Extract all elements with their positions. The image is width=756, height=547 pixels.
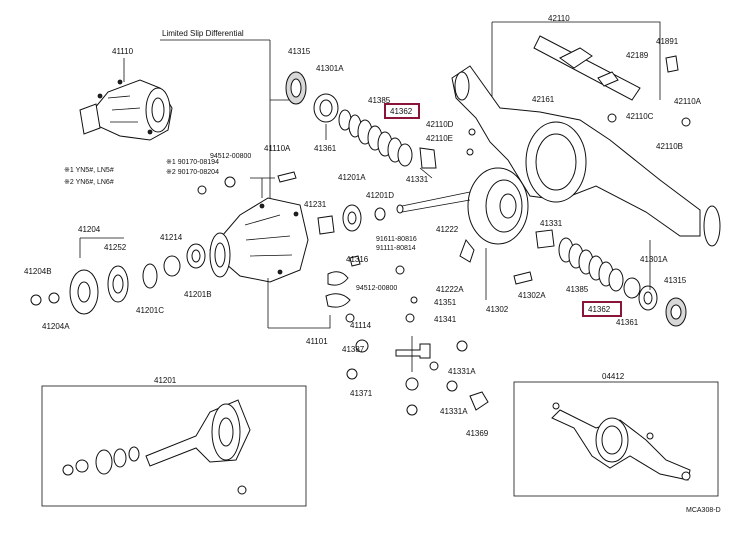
part-labels: Limited Slip Differential 41110 41315 41… <box>24 14 721 514</box>
label-94512-upper: 94512-00800 <box>210 153 251 160</box>
label-41204b: 41204B <box>24 267 52 276</box>
label-41385-lower: 41385 <box>566 285 589 294</box>
label-41331-upper: 41331 <box>406 175 429 184</box>
carrier-case-41101 <box>209 177 331 329</box>
label-41110a: 41110A <box>264 144 291 153</box>
lower-bearing-group <box>535 229 687 327</box>
axle-housing-42110 <box>451 21 721 247</box>
washer-bolt-group-upper <box>197 171 297 195</box>
label-41301a-upper: 41301A <box>316 64 344 73</box>
label-91611: 91611-80816 <box>376 236 417 243</box>
label-41331a-a: 41331A <box>448 367 476 376</box>
label-41385-upper: 41385 <box>368 96 391 105</box>
label-41222: 41222 <box>436 225 459 234</box>
label-41362-lower: 41362 <box>588 305 611 314</box>
spacer-stack-upper <box>338 109 413 167</box>
label-42110a: 42110A <box>674 97 702 106</box>
label-41204: 41204 <box>78 225 101 234</box>
label-41316: 41316 <box>346 255 369 264</box>
sub-assembly-box-04412 <box>513 381 719 497</box>
label-04412: 04412 <box>602 372 625 381</box>
highlight-41362-lower[interactable] <box>582 301 622 317</box>
bearing-parts-middle <box>317 204 405 275</box>
label-41101: 41101 <box>306 337 328 346</box>
label-41252: 41252 <box>104 243 127 252</box>
axle-housing-kit-04412 <box>551 402 691 481</box>
label-41214: 41214 <box>160 233 183 242</box>
label-42189: 42189 <box>626 51 649 60</box>
note-2: ※2 YN6#, LN6# <box>64 179 114 186</box>
label-41302: 41302 <box>486 305 509 314</box>
label-41110: 41110 <box>112 47 134 56</box>
label-41302a: 41302A <box>518 291 546 300</box>
diagram-code: MCA308-D <box>686 507 721 514</box>
label-41201d: 41201D <box>366 191 394 200</box>
label-41315-lower: 41315 <box>664 276 687 285</box>
label-41371: 41371 <box>350 389 373 398</box>
label-42110b: 42110B <box>656 142 683 151</box>
section-frame-line <box>160 39 271 200</box>
label-41222a: 41222A <box>436 285 464 294</box>
label-41362-upper: 41362 <box>390 107 413 116</box>
note-1: ※1 YN5#, LN5# <box>64 167 114 174</box>
label-91111: 91111-80814 <box>376 245 416 252</box>
label-41231: 41231 <box>304 200 327 209</box>
differential-internals <box>325 271 489 416</box>
sub-assembly-box-41201 <box>41 385 307 507</box>
label-41387: 41387 <box>342 345 365 354</box>
label-41331a-b: 41331A <box>440 407 468 416</box>
label-41315-upper: 41315 <box>288 47 311 56</box>
label-41891: 41891 <box>656 37 679 46</box>
highlight-41362-upper[interactable] <box>384 103 420 119</box>
label-41369: 41369 <box>466 429 489 438</box>
drive-pinion-41201 <box>62 399 251 495</box>
ring-gear-41302 <box>396 167 533 300</box>
spacer-stack-lower <box>558 237 624 292</box>
label-90170-1: ※1 90170-08194 <box>166 159 219 166</box>
label-41351: 41351 <box>434 298 457 307</box>
label-41301a-lower: 41301A <box>640 255 668 264</box>
section-title: Limited Slip Differential <box>162 29 244 38</box>
upper-bearing-group <box>285 71 437 179</box>
label-41201: 41201 <box>154 376 177 385</box>
label-41361-lower: 41361 <box>616 318 639 327</box>
differential-assembly-41110 <box>79 58 173 141</box>
label-42110c: 42110C <box>626 112 654 121</box>
label-41361-upper: 41361 <box>314 144 337 153</box>
label-41204a: 41204A <box>42 322 70 331</box>
label-41341: 41341 <box>434 315 457 324</box>
label-42110: 42110 <box>548 14 570 23</box>
label-42110e: 42110E <box>426 134 453 143</box>
label-42110d: 42110D <box>426 120 454 129</box>
label-94512-lower: 94512-00800 <box>356 285 397 292</box>
label-90170-2: ※2 90170-08204 <box>166 169 219 176</box>
label-42161: 42161 <box>532 95 555 104</box>
label-41114: 41114 <box>350 321 372 330</box>
label-41201a: 41201A <box>338 173 366 182</box>
label-41201c: 41201C <box>136 306 164 315</box>
label-41331-lower: 41331 <box>540 219 563 228</box>
companion-flange-group <box>30 237 206 315</box>
label-41201b: 41201B <box>184 290 212 299</box>
